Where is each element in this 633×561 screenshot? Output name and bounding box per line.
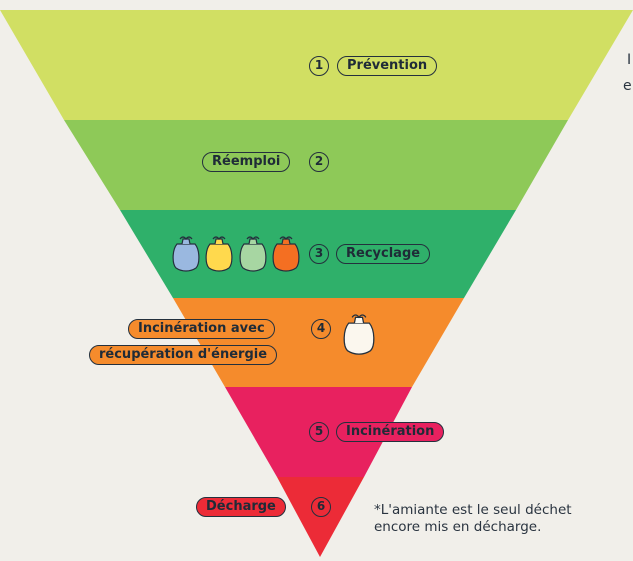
level-3-label: Recyclage — [336, 244, 431, 264]
level-4-label-line2: récupération d'énergie — [89, 345, 278, 365]
yellow-bag-icon — [205, 236, 233, 272]
level-3-number: 3 — [309, 244, 329, 264]
footnote-line2: encore mis en décharge. — [374, 519, 542, 535]
clipped-text-line1: I — [627, 52, 632, 68]
level-5-number: 5 — [309, 422, 329, 442]
level-4-number: 4 — [311, 319, 331, 339]
clipped-text-line2: e — [623, 78, 632, 94]
blue-bag-icon — [172, 236, 200, 272]
footnote: *L'amiante est le seul déchet encore mis… — [374, 502, 572, 536]
band-incineration-energie — [173, 298, 464, 387]
level-6-number: 6 — [311, 497, 331, 517]
orange-bag-icon — [272, 236, 300, 272]
footnote-line1: *L'amiante est le seul déchet — [374, 502, 572, 518]
level-6-label: Décharge — [196, 497, 286, 517]
level-2-number: 2 — [309, 152, 329, 172]
white-bag-icon — [343, 314, 375, 355]
level-1-label: Prévention — [337, 56, 438, 76]
green-bag-icon — [239, 236, 267, 272]
level-1-number: 1 — [309, 56, 329, 76]
level-2-label: Réemploi — [202, 152, 291, 172]
band-decharge — [277, 477, 364, 557]
level-4-label-line1: Incinération avec — [128, 319, 275, 339]
level-5-label: Incinération — [336, 422, 445, 442]
